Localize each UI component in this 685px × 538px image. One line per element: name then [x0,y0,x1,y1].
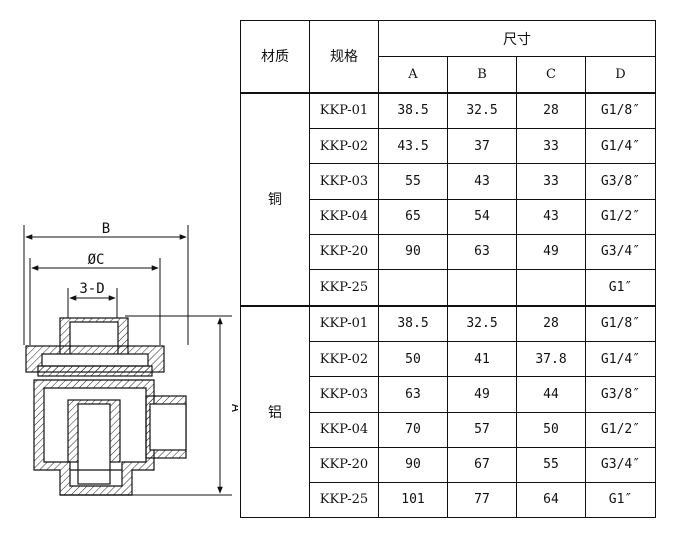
cell-b: 67 [447,446,517,483]
table-row: KKP-03 55 43 33 G3/8″ [241,163,656,200]
cell-d: G3/4″ [585,446,656,483]
cell-b: 32.5 [447,91,517,130]
dimension-d: 3-D [67,281,118,318]
material-aluminum: 铝 [240,304,310,518]
cell-b: 37 [447,128,517,165]
cell-b: 77 [447,481,517,519]
cell-b: 32.5 [447,304,517,343]
cell-a: 70 [378,411,448,448]
cell-a: 90 [378,446,448,483]
cell-b: 54 [447,198,517,235]
header-model: 规格 [309,20,379,93]
cell-model: KKP-04 [309,411,379,448]
cell-b: 43 [447,163,517,200]
cell-c: 50 [516,411,586,448]
cell-a: 38.5 [378,304,448,343]
cell-b: 41 [447,341,517,378]
table-row: 铝 KKP-01 38.5 32.5 28 G1/8″ [240,304,656,518]
header-col-b: B [447,56,517,93]
cell-c: 43 [516,198,586,235]
cell-model: KKP-02 [309,341,379,378]
table-row: KKP-04 70 57 50 G1/2″ [241,411,656,448]
dimension-c: ØC [29,252,161,345]
dimension-a-label: A [228,404,238,413]
fitting-cross-section-drawing: B ØC 3-D A [23,221,238,496]
cell-c: 28 [516,91,586,130]
cell-a: 90 [378,233,448,270]
cell-b: 49 [447,376,517,413]
dimension-c-label: ØC [88,252,105,268]
cell-d: G1″ [585,481,656,519]
cell-d: G1″ [585,268,656,307]
cell-a: 38.5 [378,91,448,130]
cell-a: 55 [378,163,448,200]
cell-d: G1/4″ [585,341,656,378]
cell-d: G1/8″ [585,91,656,130]
spec-table: 材质 规格 尺寸 A B C D 铜 KKP-01 38.5 32.5 28 G… [240,20,656,519]
cell-d: G3/8″ [585,163,656,200]
cell-a: 43.5 [378,128,448,165]
header-col-c: C [516,56,586,93]
cell-c: 44 [516,376,586,413]
header-col-d: D [585,56,656,93]
cell-d: G1/4″ [585,128,656,165]
cell-c [516,268,586,307]
cell-model: KKP-04 [309,198,379,235]
table-row: KKP-02 50 41 37.8 G1/4″ [241,341,656,378]
cell-c: 49 [516,233,586,270]
cell-d: G3/8″ [585,376,656,413]
cell-model: KKP-03 [309,376,379,413]
cell-a: 50 [378,341,448,378]
cell-c: 33 [516,163,586,200]
cell-d: G3/4″ [585,233,656,270]
cell-a: 101 [378,481,448,519]
table-row: 铜 KKP-01 38.5 32.5 28 G1/8″ [240,91,656,307]
cell-model: KKP-02 [309,128,379,165]
cell-model: KKP-01 [309,91,379,130]
cell-c: 33 [516,128,586,165]
table-row: KKP-04 65 54 43 G1/2″ [241,198,656,235]
dimension-d-label: 3-D [79,281,104,297]
cell-b [447,268,517,307]
cell-c: 28 [516,304,586,343]
cell-d: G1/2″ [585,411,656,448]
header-size: 尺寸 [378,20,656,57]
cell-model: KKP-01 [309,304,379,343]
material-copper: 铜 [240,91,310,307]
cell-c: 37.8 [516,341,586,378]
cell-d: G1/2″ [585,198,656,235]
table-row: KKP-25 101 77 64 G1″ [241,481,656,519]
cell-a: 63 [378,376,448,413]
cell-d: G1/8″ [585,304,656,343]
fitting-body [25,317,187,496]
dimension-b: B [23,221,189,345]
cell-c: 64 [516,481,586,519]
cell-model: KKP-25 [309,268,379,307]
cell-b: 57 [447,411,517,448]
cell-model: KKP-25 [309,481,379,519]
cell-model: KKP-03 [309,163,379,200]
header-material: 材质 [240,20,310,93]
cell-b: 63 [447,233,517,270]
cell-a: 65 [378,198,448,235]
dimension-b-label: B [102,221,110,237]
cell-model: KKP-20 [309,446,379,483]
cell-a [378,268,448,307]
header-col-a: A [378,56,448,93]
table-row: KKP-03 63 49 44 G3/8″ [241,376,656,413]
cell-model: KKP-20 [309,233,379,270]
cell-c: 55 [516,446,586,483]
